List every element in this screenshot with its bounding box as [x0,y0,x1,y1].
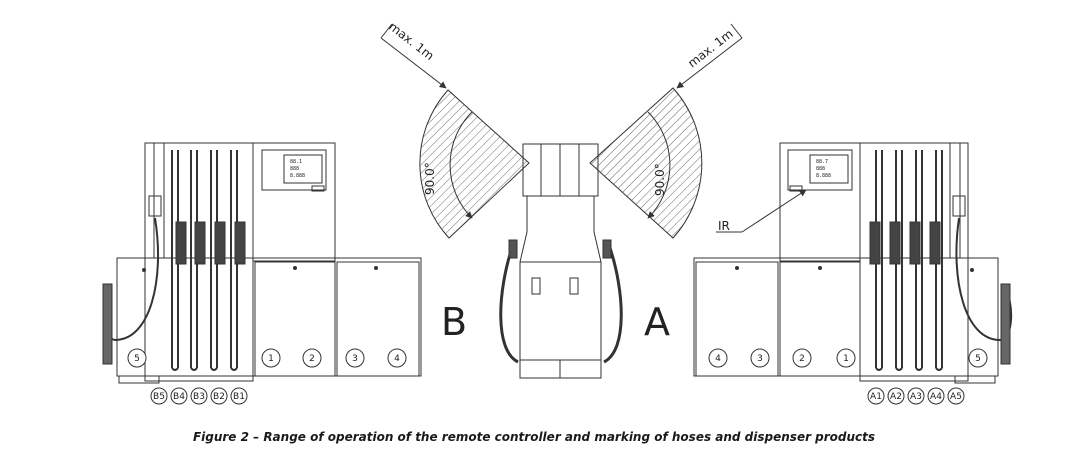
left-product-label: 2 [309,354,315,364]
side-label-a: A [644,300,670,344]
left-display-line-1: 88.1 [290,159,302,165]
ir-label: IR [718,219,730,233]
left-hose-markers: B5 B4 B3 B2 B1 [150,387,248,405]
left-display-line-3: 8.888 [290,173,305,179]
left-hose-marker: B2 [210,387,228,405]
right-display-line-2: 888 [816,166,825,172]
dispenser-right [693,142,1013,384]
ir-leader [716,189,807,233]
right-hose-label: A4 [930,392,942,402]
left-hose-label: B4 [173,392,185,402]
left-hose-marker: B5 [150,387,168,405]
left-hose-marker: B3 [190,387,208,405]
left-product-marker: 1 [261,348,281,368]
left-hose-marker: B1 [230,387,248,405]
angle-label-right: 90.0° [653,163,667,196]
left-product-marker: 4 [387,348,407,368]
figure-caption: Figure 2 – Range of operation of the rem… [192,430,876,444]
left-hose-label: B5 [153,392,165,402]
left-product-marker: 3 [345,348,365,368]
right-display-line-1: 88.7 [816,159,828,165]
right-display-line-3: 8.888 [816,173,831,179]
left-product-label: 1 [268,354,274,364]
right-product-marker: 2 [792,348,812,368]
angle-label-left: 90.0° [423,162,437,195]
left-product-label: 5 [134,354,140,364]
right-hose-marker: A2 [887,387,905,405]
left-display-line-2: 888 [290,166,299,172]
range-label-left: max. 1m [386,19,436,63]
right-product-label: 1 [843,354,849,364]
right-product-marker: 1 [836,348,856,368]
range-sector-right [589,87,703,239]
side-label-b: B [441,300,467,344]
right-hose-label: A2 [890,392,902,402]
right-product-label: 4 [715,354,721,364]
right-product-label: 3 [757,354,763,364]
right-hose-label: A1 [870,392,882,402]
left-hose-marker: B4 [170,387,188,405]
dispenser-side-view [499,143,623,379]
left-product-marker: 2 [302,348,322,368]
range-dimension-right [676,23,743,89]
right-product-marker: 5 [968,348,988,368]
left-hose-label: B1 [233,392,245,402]
right-product-marker: 3 [750,348,770,368]
right-hose-marker: A3 [907,387,925,405]
right-hose-label: A5 [950,392,962,402]
right-hose-markers: A1 A2 A3 A4 A5 [867,387,965,405]
right-product-label: 2 [799,354,805,364]
right-product-markers: 4 3 2 1 5 [708,348,988,368]
left-product-label: 3 [352,354,358,364]
right-hose-marker: A5 [947,387,965,405]
right-hose-label: A3 [910,392,922,402]
left-product-marker: 5 [127,348,147,368]
left-hose-label: B3 [193,392,205,402]
right-product-label: 5 [975,354,981,364]
left-product-label: 4 [394,354,400,364]
range-dimension-left [380,23,447,89]
right-hose-marker: A1 [867,387,885,405]
right-product-marker: 4 [708,348,728,368]
left-product-markers: 5 1 2 3 4 [127,348,407,368]
dispenser-left [102,142,422,384]
right-hose-marker: A4 [927,387,945,405]
range-sector-left [419,89,530,239]
left-hose-label: B2 [213,392,225,402]
